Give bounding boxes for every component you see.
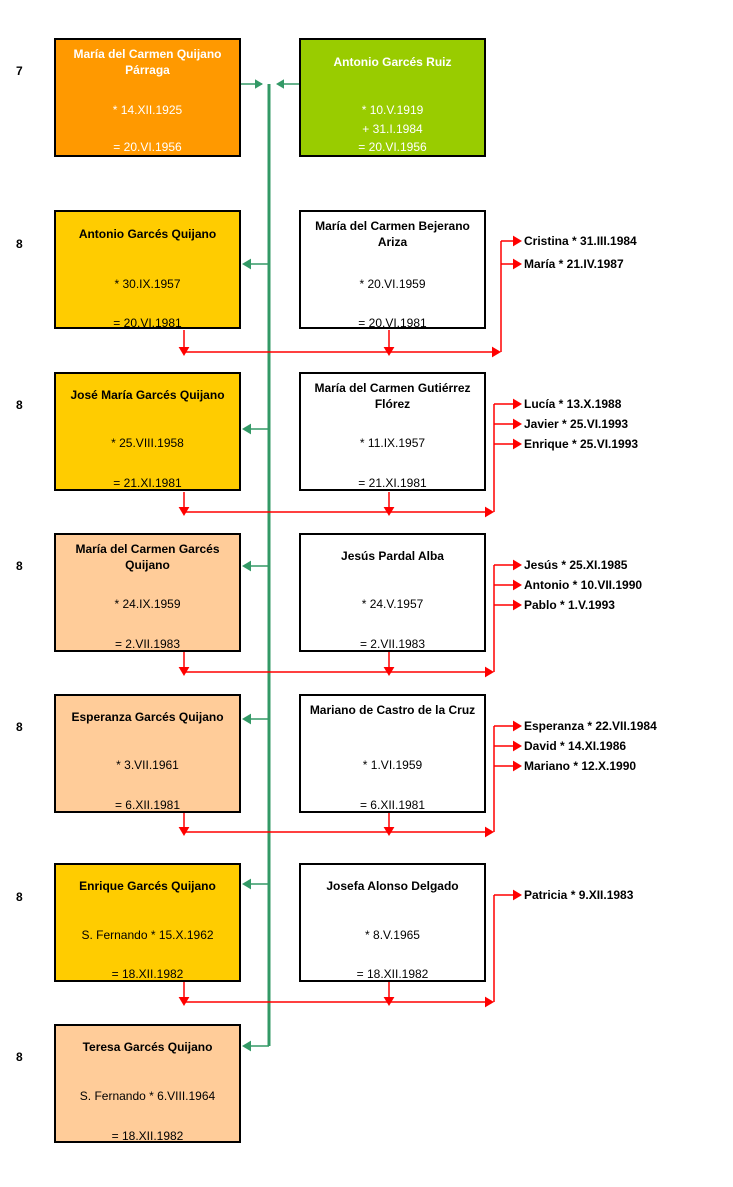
generation-label: 8: [16, 559, 23, 573]
spouse-birth: * 8.V.1965: [365, 928, 420, 942]
green-arrowhead: [242, 713, 251, 725]
red-arrowhead: [513, 760, 522, 772]
child-label: David * 14.XI.1986: [524, 739, 627, 753]
person-box-maria-del-carmen-quijano[interactable]: María del Carmen Quijano Párraga * 14.XI…: [54, 38, 241, 157]
child-label: Enrique * 25.VI.1993: [524, 437, 639, 451]
red-arrowhead: [513, 418, 522, 430]
green-arrowhead: [242, 423, 251, 435]
spouse-box-mariano-de-castro[interactable]: Mariano de Castro de la Cruz * 1.VI.1959…: [299, 694, 486, 813]
person-birth: * 25.VIII.1958: [111, 436, 184, 450]
generation-label: 7: [16, 64, 23, 78]
generation-label: 8: [16, 890, 23, 904]
spouse-marriage: = 18.XII.1982: [356, 967, 429, 981]
red-arrowhead: [513, 258, 522, 270]
person-marriage: = 6.XII.1981: [114, 798, 181, 812]
person-name: Teresa Garcés Quijano: [82, 1040, 213, 1054]
person-marriage: = 20.VI.1956: [113, 140, 182, 154]
spouse-birth: * 20.VI.1959: [359, 277, 426, 291]
red-arrowhead: [513, 599, 522, 611]
red-arrowhead: [485, 506, 494, 518]
spouse-birth: * 24.V.1957: [361, 597, 424, 611]
person-marriage: = 21.XI.1981: [113, 476, 182, 490]
person-name: Antonio Garcés Quijano: [78, 227, 217, 241]
spouse-box-antonio-garces-ruiz[interactable]: Antonio Garcés Ruiz * 10.V.1919 + 31.I.1…: [299, 38, 486, 157]
spouse-name: María del Carmen Gutiérrez Flórez: [314, 381, 471, 411]
person-birth: S. Fernando * 15.X.1962: [81, 928, 214, 942]
spouse-marriage: = 20.VI.1956: [358, 140, 427, 154]
red-arrowhead: [513, 398, 522, 410]
person-marriage: = 18.XII.1982: [111, 967, 184, 981]
spouse-birth: * 10.V.1919: [361, 103, 424, 117]
person-birth: * 30.IX.1957: [114, 277, 181, 291]
green-arrowhead: [242, 878, 251, 890]
person-birth: S. Fernando * 6.VIII.1964: [79, 1089, 216, 1103]
person-name: José María Garcés Quijano: [70, 388, 225, 402]
child-label: Patricia * 9.XII.1983: [524, 888, 634, 902]
green-arrowhead: [242, 258, 251, 270]
red-arrowhead: [513, 720, 522, 732]
red-arrowhead: [485, 826, 494, 838]
person-marriage: = 18.XII.1982: [111, 1129, 184, 1143]
spouse-name: Antonio Garcés Ruiz: [333, 55, 452, 69]
person-name: María del Carmen Garcés Quijano: [75, 542, 220, 572]
spouse-birth: * 11.IX.1957: [359, 436, 426, 450]
spouse-name: Jesús Pardal Alba: [341, 549, 444, 563]
generation-label: 8: [16, 1050, 23, 1064]
person-marriage: = 20.VI.1981: [113, 316, 182, 330]
red-arrowhead: [485, 996, 494, 1008]
red-arrowhead: [513, 740, 522, 752]
red-arrowhead: [492, 346, 501, 358]
child-label: Lucía * 13.X.1988: [524, 397, 622, 411]
generation-label: 8: [16, 237, 23, 251]
child-label: Cristina * 31.III.1984: [524, 234, 637, 248]
spouse-box-jesus-pardal-alba[interactable]: Jesús Pardal Alba * 24.V.1957 = 2.VII.19…: [299, 533, 486, 652]
spouse-box-josefa-alonso-delgado[interactable]: Josefa Alonso Delgado * 8.V.1965 = 18.XI…: [299, 863, 486, 982]
green-arrowhead: [242, 1040, 251, 1052]
spouse-marriage: = 21.XI.1981: [358, 476, 427, 490]
person-box-antonio-garces-quijano[interactable]: Antonio Garcés Quijano * 30.IX.1957 = 20…: [54, 210, 241, 330]
spouse-box-maria-del-carmen-bejerano[interactable]: María del Carmen Bejerano Ariza * 20.VI.…: [299, 210, 486, 330]
person-box-teresa-garces-quijano[interactable]: Teresa Garcés Quijano S. Fernando * 6.VI…: [54, 1024, 241, 1143]
red-arrowhead: [513, 559, 522, 571]
person-birth: * 14.XII.1925: [112, 103, 183, 117]
child-label: María * 21.IV.1987: [524, 257, 624, 271]
child-label: Pablo * 1.V.1993: [524, 598, 615, 612]
red-arrowhead: [513, 235, 522, 247]
spouse-marriage: = 20.VI.1981: [358, 316, 427, 330]
child-label: Antonio * 10.VII.1990: [524, 578, 643, 592]
spouse-name: Mariano de Castro de la Cruz: [309, 703, 476, 717]
spouse-box-maria-del-carmen-gutierrez[interactable]: María del Carmen Gutiérrez Flórez * 11.I…: [299, 372, 486, 491]
red-arrowhead: [513, 438, 522, 450]
child-label: Mariano * 12.X.1990: [524, 759, 637, 773]
person-box-jose-maria-garces-quijano[interactable]: José María Garcés Quijano * 25.VIII.1958…: [54, 372, 241, 491]
spouse-marriage: = 6.XII.1981: [359, 798, 426, 812]
person-box-enrique-garces-quijano[interactable]: Enrique Garcés Quijano S. Fernando * 15.…: [54, 863, 241, 982]
person-box-esperanza-garces-quijano[interactable]: Esperanza Garcés Quijano * 3.VII.1961 = …: [54, 694, 241, 813]
child-label: Jesús * 25.XI.1985: [524, 558, 628, 572]
spouse-marriage: = 2.VII.1983: [359, 637, 426, 651]
person-box-maria-del-carmen-garces-quijano[interactable]: María del Carmen Garcés Quijano * 24.IX.…: [54, 533, 241, 652]
spouse-death: + 31.I.1984: [362, 122, 423, 136]
red-arrowhead: [513, 579, 522, 591]
red-arrowhead: [513, 889, 522, 901]
spouse-name: Josefa Alonso Delgado: [326, 879, 459, 893]
spouse-birth: * 1.VI.1959: [362, 758, 423, 772]
green-arrowhead: [276, 79, 284, 89]
generation-label: 8: [16, 720, 23, 734]
person-birth: * 24.IX.1959: [114, 597, 181, 611]
person-name: Esperanza Garcés Quijano: [71, 710, 224, 724]
child-label: Javier * 25.VI.1993: [524, 417, 629, 431]
red-arrowhead: [485, 666, 494, 678]
person-name: Enrique Garcés Quijano: [79, 879, 216, 893]
green-arrowhead: [255, 79, 263, 89]
person-birth: * 3.VII.1961: [116, 758, 179, 772]
green-arrowhead: [242, 560, 251, 572]
generation-label: 8: [16, 398, 23, 412]
person-name: María del Carmen Quijano Párraga: [73, 47, 222, 77]
person-marriage: = 2.VII.1983: [114, 637, 181, 651]
spouse-name: María del Carmen Bejerano Ariza: [315, 219, 470, 249]
child-label: Esperanza * 22.VII.1984: [524, 719, 657, 733]
